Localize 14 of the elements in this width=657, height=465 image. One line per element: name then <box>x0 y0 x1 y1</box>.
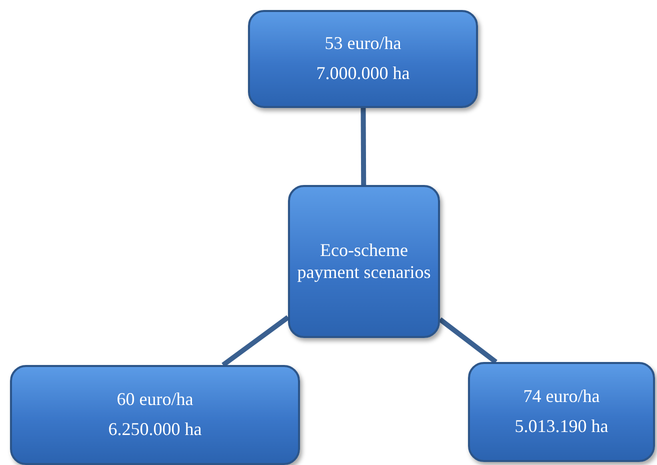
box-text: 60 euro/ha <box>116 389 194 411</box>
rounded-box <box>10 365 300 465</box>
connector-line <box>360 108 366 185</box>
connector-line <box>438 317 498 364</box>
box-text: 7.000.000 ha <box>316 63 410 85</box>
rounded-box <box>468 362 655 462</box>
box-text: 74 euro/ha <box>523 386 600 408</box>
box-text: 5.013.190 ha <box>514 416 608 438</box>
box-text: 6.250.000 ha <box>108 419 202 441</box>
rounded-box <box>248 10 478 108</box>
connector-line <box>222 315 290 368</box>
box-text: 53 euro/ha <box>324 33 402 55</box>
box-text: Eco-scheme payment scenarios <box>296 240 432 284</box>
rounded-box <box>288 185 440 338</box>
